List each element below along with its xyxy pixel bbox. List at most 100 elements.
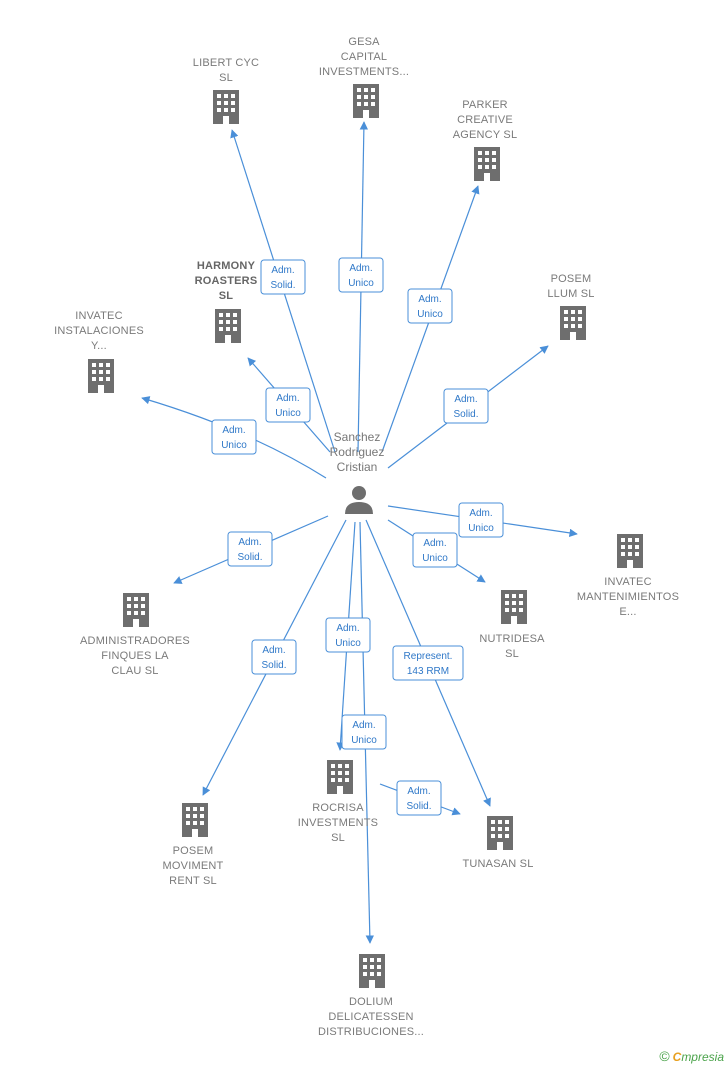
company-label-line: INVATEC [604,576,651,588]
relation-text: Unico [468,523,494,534]
company-label-line: SL [331,832,345,844]
company-label-line: CLAU SL [111,665,158,677]
company-node-tunasan[interactable]: TUNASAN SL [462,816,533,870]
relation-text: Solid. [237,552,262,563]
relation-text: Unico [335,638,361,649]
relation-text: Adm. [336,623,359,634]
relation-text: Unico [348,278,374,289]
relation-text: Adm. [418,294,441,305]
company-label-line: DOLIUM [349,996,393,1008]
relation-text: Adm. [222,425,245,436]
relation-label-r-parker[interactable]: Adm. Unico [407,288,453,324]
relation-text: Adm. [407,786,430,797]
company-label-line: ROCRISA [312,802,364,814]
company-label-line: CREATIVE [457,114,513,126]
person-name-line-3: Cristian [337,460,378,474]
relation-box [443,388,489,424]
company-label-line: Y... [91,340,107,352]
relation-text: Solid. [453,409,478,420]
brand-logo: ©Cmpresia [659,1048,724,1064]
company-node-posem-moviment[interactable]: POSEM MOVIMENT RENT SL [163,803,224,887]
building-icon [501,590,527,624]
relation-text: Adm. [238,537,261,548]
relation-label-r-posem-moviment[interactable]: Adm. Solid. [251,639,297,675]
company-node-invatec-inst[interactable]: INVATEC INSTALACIONES Y... [54,310,144,393]
relation-label-r-tunasan-rep[interactable]: Represent.143 RRM [392,645,464,681]
company-label-line: MOVIMENT [163,860,224,872]
company-label-line: ROASTERS [195,275,258,287]
building-icon [359,954,385,988]
building-icon [474,147,500,181]
relation-label-r-administradores[interactable]: Adm. Solid. [227,531,273,567]
relation-text: Adm. [262,645,285,656]
relation-text: Solid. [261,660,286,671]
relation-label-r-nutridesa[interactable]: Adm.Unico [412,532,458,568]
relation-box [251,639,297,675]
company-node-gesa[interactable]: GESACAPITALINVESTMENTS... [319,36,409,118]
company-node-invatec-mant[interactable]: INVATEC MANTENIMIENTOS E... [577,534,679,618]
relation-text: Unico [275,408,301,419]
company-label-line: HARMONY [197,260,256,272]
person-icon [345,486,373,514]
company-label-line: DISTRIBUCIONES... [318,1026,424,1038]
company-node-dolium[interactable]: DOLIUMDELICATESSENDISTRIBUCIONES... [318,954,424,1038]
company-label-line: POSEM [551,273,592,285]
relation-box [458,502,504,538]
company-label-line: LLUM SL [547,288,594,300]
company-label-line: MANTENIMIENTOS [577,591,679,603]
relation-text: Adm. [454,394,477,405]
relation-text: Adm. [352,720,375,731]
company-label-line: INSTALACIONES [54,325,144,337]
company-label-line: FINQUES LA [101,650,169,662]
relation-text: Represent. [404,651,453,662]
relation-text: Unico [417,309,443,320]
relation-box [227,531,273,567]
company-label-line: RENT SL [169,875,217,887]
relation-label-r-harmony[interactable]: Adm.Unico [265,387,311,423]
company-label-line: E... [619,606,636,618]
center-person[interactable]: Sanchez Rodriguez Cristian [330,430,385,514]
relation-label-r-gesa[interactable]: Adm. Unico [338,257,384,293]
relation-box [260,259,306,295]
relation-text: Solid. [406,801,431,812]
relation-label-r-libert[interactable]: Adm. Solid. [260,259,306,295]
building-icon [560,306,586,340]
relation-label-r-tunasan-solid[interactable]: Adm. Solid. [396,780,442,816]
company-node-rocrisa[interactable]: ROCRISA INVESTMENTS SL [298,760,378,844]
person-name-line-2: Rodriguez [330,445,385,459]
relation-text: Adm. [469,508,492,519]
relation-text: Solid. [270,280,295,291]
company-label-line: POSEM [173,845,214,857]
building-icon [213,90,239,124]
company-label-line: SL [505,648,519,660]
relation-label-r-rocrisa-b[interactable]: Adm. Unico [341,714,387,750]
relation-text: Adm. [271,265,294,276]
relation-label-r-posem-llum[interactable]: Adm. Solid. [443,388,489,424]
company-label-line: SL [219,72,233,84]
company-label-line: SL [219,290,234,302]
relation-box [396,780,442,816]
relation-text: Unico [351,735,377,746]
relation-box [341,714,387,750]
relation-box [211,419,257,455]
company-label-line: CAPITAL [341,51,387,63]
relation-label-r-invatec-inst[interactable]: Adm.Unico [211,419,257,455]
company-label-line: INVATEC [75,310,122,322]
relation-label-r-rocrisa-a[interactable]: Adm. Unico [325,617,371,653]
relation-label-r-invatec-mant[interactable]: Adm. Unico [458,502,504,538]
company-label-line: TUNASAN SL [462,858,533,870]
relation-box [412,532,458,568]
company-node-posem-llum[interactable]: POSEM LLUM SL [547,273,594,340]
building-icon [353,84,379,118]
company-label-line: GESA [348,36,380,48]
relation-box [265,387,311,423]
company-node-harmony[interactable]: HARMONY ROASTERS SL [195,260,258,343]
building-icon [617,534,643,568]
relation-text: Adm. [349,263,372,274]
company-label-line: INVESTMENTS [298,817,378,829]
